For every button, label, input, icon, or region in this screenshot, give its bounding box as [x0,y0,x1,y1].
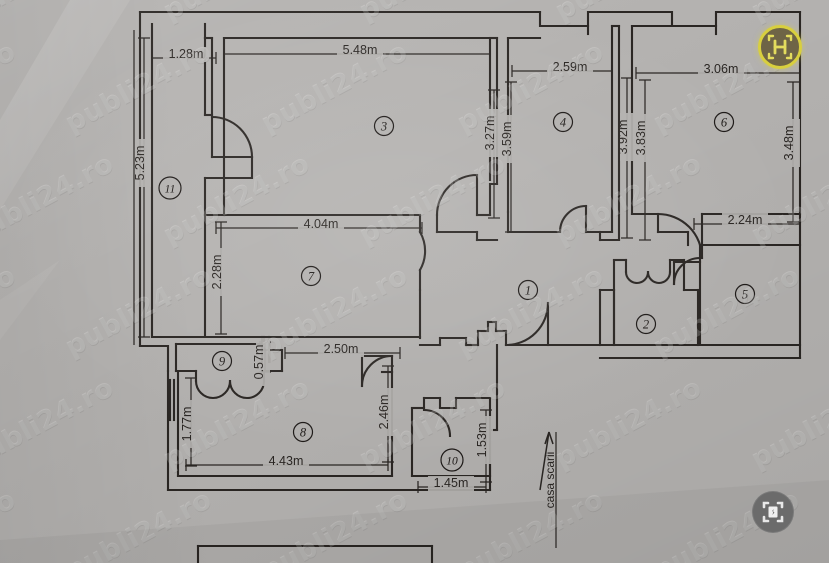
dimension-label-d-1-45: 1.45m [434,476,469,490]
dimension-label-d-2-24: 2.24m [728,213,763,227]
dimension-label-backdrop [263,454,309,469]
dimension-label-d-3-92: 3.92m [616,120,630,155]
dimension-label-backdrop [547,60,593,75]
logo-bracket-h-icon [767,34,793,60]
room-marker-label: 1 [525,283,531,297]
room-marker-8: 8 [292,421,314,443]
room-marker-7: 7 [300,265,322,287]
dimension-label-d-3-59: 3.59m [500,122,514,157]
dimension-label-backdrop [381,388,395,436]
dimension-label-d-5-23: 5.23m [133,146,147,181]
dimension-label-d-1-53: 1.53m [475,423,489,458]
dimension-label-backdrop [487,109,501,157]
room-marker-6: 6 [713,111,735,133]
dimension-label-d-3-27: 3.27m [483,116,497,151]
dimension-label-d-3-06: 3.06m [704,62,739,76]
dimension-label-d-2-59: 2.59m [553,60,588,74]
dimension-label-backdrop [298,217,344,232]
dimension-label-backdrop [786,119,800,167]
publi24-logo-badge[interactable] [758,25,802,69]
room-number-markers: 1 2 3 4 5 6 7 8 9 10 11 [158,111,756,472]
dimension-label-d-1-77: 1.77m [180,407,194,442]
dimension-label-backdrop [428,476,474,491]
dimension-label-backdrop [638,114,652,162]
dimension-label-backdrop [479,416,493,464]
room-marker-label: 3 [380,119,387,133]
dimension-label-backdrop [722,213,768,228]
dimension-label-d-2-50: 2.50m [324,342,359,356]
dimension-lines [133,30,801,548]
dimension-label-backdrop [163,47,209,62]
room-marker-11: 11 [158,176,182,200]
room-marker-10: 10 [440,448,464,472]
room-marker-3: 3 [373,115,395,137]
room-marker-4: 4 [552,111,574,133]
room-marker-label: 2 [643,317,649,331]
dimension-label-d-2-28: 2.28m [210,255,224,290]
dimension-label-backdrop [698,62,744,77]
dimension-label-backdrop [214,248,228,296]
dimension-label-backdrop [184,400,198,448]
room-marker-label: 4 [560,115,566,129]
dimension-label-backdrop [620,113,634,161]
dimension-label-d-1-28: 1.28m [169,47,204,61]
room-marker-label: 7 [308,269,315,283]
room-marker-label: 11 [165,183,176,195]
dimension-label-d-3-83: 3.83m [634,121,648,156]
bracket-frame-icon [762,501,784,523]
dimension-label-backdrop [337,43,383,58]
room-marker-9: 9 [211,350,233,372]
plan-annotations: casa scarii [543,452,557,509]
dimension-label-backdrop [318,342,364,357]
room-marker-1: 1 [517,279,539,301]
dimension-label-d-4-43: 4.43m [269,454,304,468]
dimension-label-backdrop [137,139,151,187]
room-marker-label: 9 [219,354,226,368]
room-marker-label: 6 [721,115,728,129]
wall-lines [138,10,802,563]
dimension-label-d-4-04: 4.04m [304,217,339,231]
dimension-label-d-3-48: 3.48m [782,126,796,161]
dimension-label-d-5-48: 5.48m [343,43,378,57]
dimension-label-d-2-46: 2.46m [377,395,391,430]
room-marker-2: 2 [635,313,657,335]
annotation-stairwell: casa scarii [543,452,557,509]
dimension-labels: 1.28m 5.48m 2.59m 3.06m 2.24m 4.04m 2.50m 4.43m… [133,43,800,491]
room-marker-label: 8 [300,425,307,439]
room-marker-label: 10 [446,455,458,467]
room-marker-label: 5 [742,287,748,301]
image-info-badge[interactable] [752,491,794,533]
dimension-label-d-0-57: 0.57m [252,345,266,380]
dimension-label-backdrop [504,115,518,163]
dimension-label-backdrop [256,338,270,386]
room-marker-5: 5 [734,283,756,305]
